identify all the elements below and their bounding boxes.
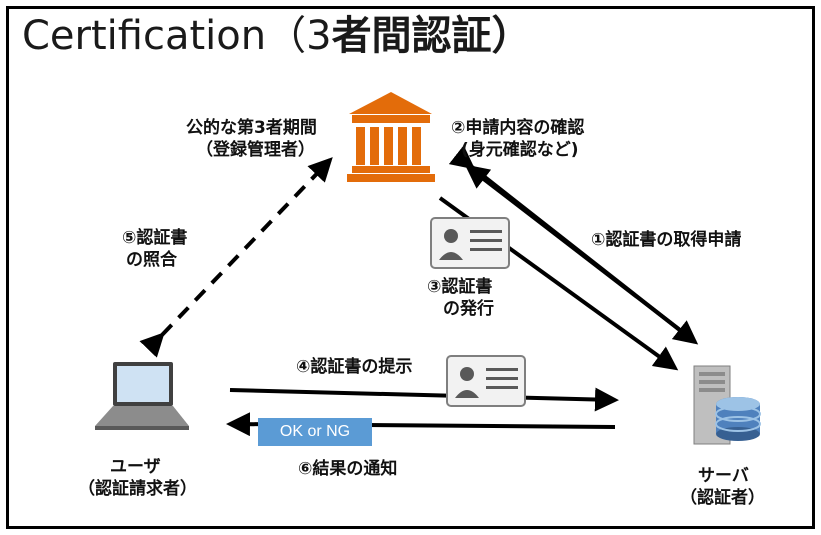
government-building-icon [347, 92, 435, 182]
page-title: Certification（3者間認証） [22, 13, 532, 59]
step3-label-line1: ③認証書 [427, 277, 493, 297]
id-card-icon [430, 217, 510, 269]
server-label-line1: サーバ [698, 466, 749, 486]
title-plain: Certification（3 [22, 13, 332, 59]
step2-label-line1: ②申請内容の確認 [451, 118, 585, 138]
step3-label-line2: の発行 [443, 299, 494, 319]
step2-label-line2: (身元確認など) [461, 140, 579, 160]
result-badge: OK or NG [258, 418, 372, 446]
laptop-icon [95, 362, 189, 430]
user-label-line2: （認証請求者） [78, 479, 197, 499]
step5-label-line1: ⑤認証書 [122, 228, 188, 248]
title-bold: 者間認証） [331, 13, 532, 59]
arrow-step5 [139, 157, 333, 358]
step5-label-line2: の照合 [126, 250, 177, 270]
step4-label: ④認証書の提示 [296, 357, 413, 377]
arrow-step4 [229, 387, 619, 412]
server-label-line2: （認証者） [680, 488, 765, 508]
authority-label-line1: 公的な第3者期間 [186, 118, 317, 138]
server-database-icon [693, 365, 761, 445]
id-card-presented-icon [446, 355, 526, 407]
authority-label-line2: （登録管理者） [196, 140, 315, 160]
step1-label: ①認証書の取得申請 [591, 230, 742, 250]
user-label-line1: ユーザ [110, 457, 161, 477]
arrow-step1-2 [448, 145, 699, 345]
step6-label: ⑥結果の通知 [298, 459, 398, 479]
